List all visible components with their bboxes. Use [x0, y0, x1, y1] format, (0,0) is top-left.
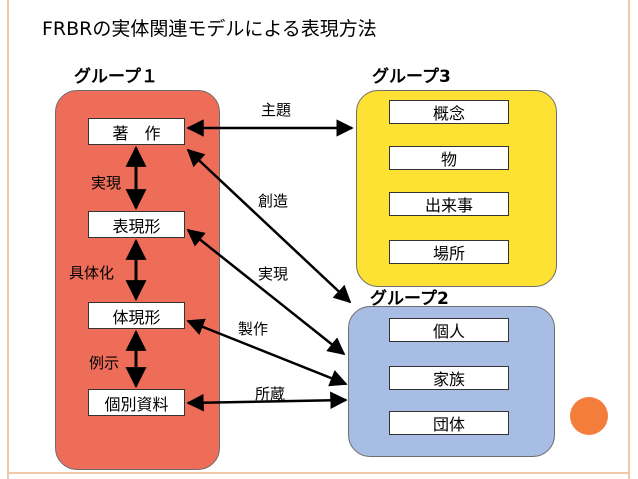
entity-object: 物 [389, 146, 509, 170]
slide-frame-bottom [7, 472, 630, 474]
entity-item: 個別資料 [88, 389, 185, 416]
entity-person: 個人 [389, 318, 509, 342]
group1-label: グループ１ [74, 67, 158, 87]
relation-label-realization: 実現 [258, 265, 289, 283]
slide-frame-left [7, 0, 9, 479]
entity-family: 家族 [389, 366, 509, 390]
relation-label-production: 製作 [238, 320, 269, 338]
slide-frame-right [628, 0, 630, 479]
relation-label-creation: 創造 [258, 192, 289, 210]
relation-label-realization-vertical: 実現 [91, 174, 122, 192]
entity-expression: 表現形 [88, 211, 185, 238]
relation-label-embodiment: 具体化 [69, 264, 115, 282]
entity-work: 著 作 [88, 118, 185, 145]
entity-corporate-body: 団体 [389, 411, 509, 435]
arrow-production [186, 318, 348, 387]
group3-label: グループ3 [372, 67, 451, 87]
relation-label-exemplification: 例示 [89, 354, 120, 372]
entity-manifestation: 体現形 [88, 302, 185, 329]
slide-title: FRBRの実体関連モデルによる表現方法 [42, 18, 377, 40]
relation-label-ownership: 所蔵 [255, 385, 286, 403]
relation-label-subject: 主題 [261, 101, 292, 119]
arrow-ownership [186, 391, 348, 412]
entity-concept: 概念 [389, 100, 509, 124]
group2-label: グループ2 [370, 289, 449, 309]
decorative-orange-circle [570, 397, 608, 435]
entity-place: 場所 [389, 240, 509, 264]
entity-event: 出来事 [389, 192, 509, 216]
